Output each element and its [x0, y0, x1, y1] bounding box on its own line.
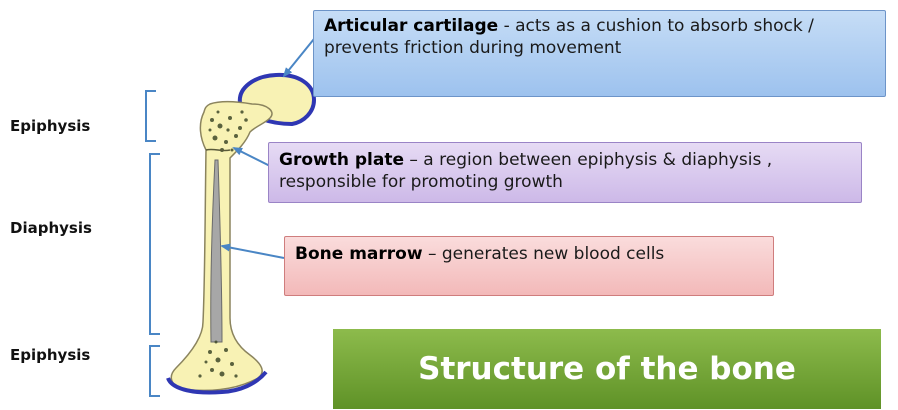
bone-marrow-term: Bone marrow	[295, 244, 423, 264]
growth-plate-term: Growth plate	[279, 150, 404, 170]
articular-cartilage-term: Articular cartilage	[324, 16, 498, 36]
bone-shaft	[171, 102, 272, 391]
bottom-epiphysis-bracket	[150, 346, 160, 396]
articular-cartilage-callout: Articular cartilage - acts as a cushion …	[313, 10, 886, 97]
growth-plate-pointer-arrow	[234, 148, 270, 166]
top-epiphysis-bracket	[146, 91, 156, 141]
bone-marrow-callout: Bone marrow – generates new blood cells	[284, 236, 774, 296]
marrow-pointer-arrow	[222, 246, 284, 258]
page-title: Structure of the bone	[418, 351, 796, 387]
title-banner: Structure of the bone	[333, 329, 881, 409]
bone-marrow-description: – generates new blood cells	[428, 244, 664, 264]
diaphysis-bracket	[150, 154, 160, 334]
label-top-epiphysis: Epiphysis	[10, 117, 90, 135]
label-bottom-epiphysis: Epiphysis	[10, 346, 90, 364]
growth-plate-callout: Growth plate – a region between epiphysi…	[268, 142, 862, 203]
label-diaphysis: Diaphysis	[10, 219, 92, 237]
